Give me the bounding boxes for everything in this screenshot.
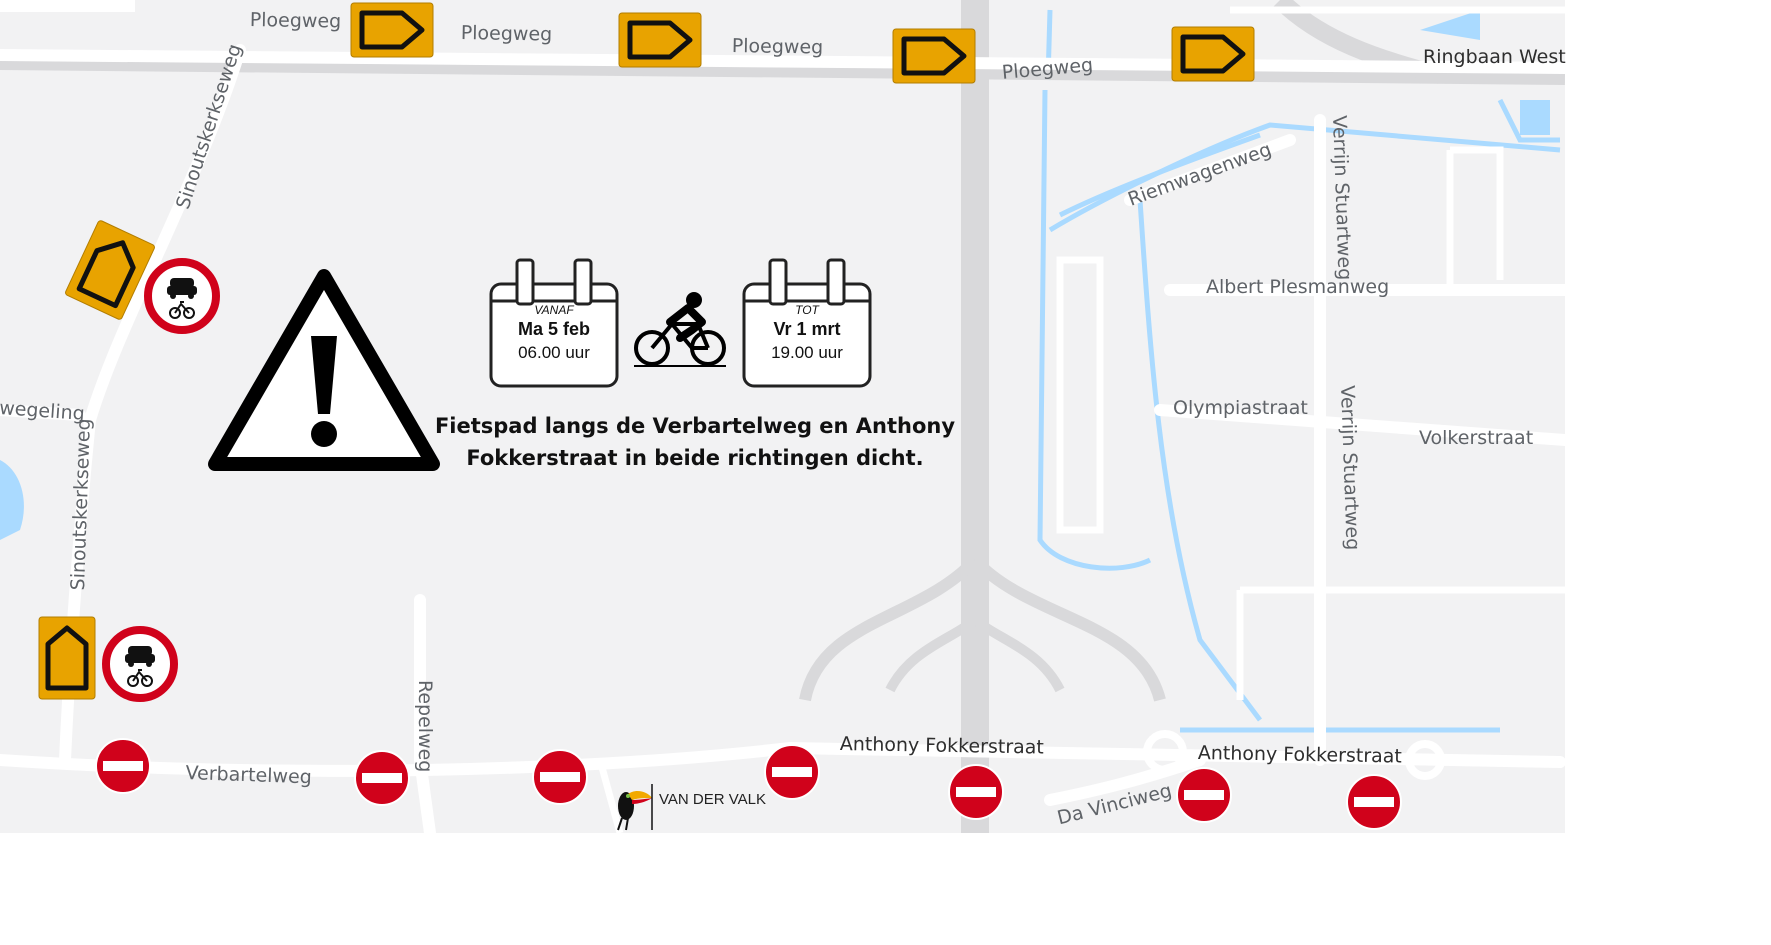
- detour-arrow-icon: [63, 218, 157, 321]
- detour-arrow-icon: [1171, 26, 1255, 82]
- calendar-icon: [742, 258, 872, 388]
- no-entry-sign-icon: [532, 749, 588, 805]
- detour-arrow-icon: [350, 2, 434, 58]
- no-entry-sign-icon: [354, 750, 410, 806]
- street-label-albert-plesmanweg: Albert Plesmanweg: [1206, 276, 1390, 298]
- street-label-ringbaan-west: Ringbaan West: [1423, 46, 1566, 68]
- street-label-volkerstraat: Volkerstraat: [1419, 427, 1534, 449]
- street-label-ploegweg: Ploegweg: [249, 9, 342, 33]
- logo-text: VAN DER VALK: [659, 791, 766, 808]
- street-label-ploegweg: Ploegweg: [731, 35, 824, 59]
- calendar-to-label: TOT: [795, 303, 819, 317]
- closure-notice: Fietspad langs de Verbartelweg en Anthon…: [434, 414, 956, 470]
- road-network: [0, 0, 1565, 833]
- minor-roads: [596, 6, 1565, 833]
- calendar-from-time: 06.00 uur: [518, 343, 590, 362]
- street-label-ploegweg: Ploegweg: [460, 22, 553, 46]
- street-label-repelweg: Repelweg: [414, 680, 436, 773]
- cyclist-icon: [632, 290, 728, 370]
- calendar-to-time: 19.00 uur: [771, 343, 843, 362]
- no-entry-sign-icon: [948, 764, 1004, 820]
- street-label-olympiastraat: Olympiastraat: [1173, 397, 1308, 419]
- no-entry-sign-icon: [1176, 767, 1232, 823]
- detour-arrow-icon: [618, 12, 702, 68]
- toucan-icon: [612, 782, 654, 832]
- detour-arrow-icon: [38, 616, 96, 700]
- street-label-anthony-fokkerstraat: Anthony Fokkerstraat: [1197, 742, 1403, 768]
- no-motor-vehicles-sign-icon: [144, 258, 220, 334]
- no-entry-sign-icon: [764, 744, 820, 800]
- no-entry-sign-icon: [95, 738, 151, 794]
- no-entry-sign-icon: [1346, 774, 1402, 830]
- detour-arrow-icon: [892, 28, 976, 84]
- calendar-to-date: Vr 1 mrt: [773, 319, 841, 339]
- street-label-anthony-fokkerstraat: Anthony Fokkerstraat: [839, 733, 1045, 759]
- calendar-from-label: VANAF: [534, 303, 574, 317]
- street-label-verbartelweg: Verbartelweg: [185, 762, 313, 789]
- warning-triangle-icon: [205, 266, 443, 476]
- calendar-icon: [489, 258, 619, 388]
- no-motor-vehicles-sign-icon: [102, 626, 178, 702]
- calendar-from-date: Ma 5 feb: [517, 319, 591, 339]
- waterways: [1037, 9, 1561, 733]
